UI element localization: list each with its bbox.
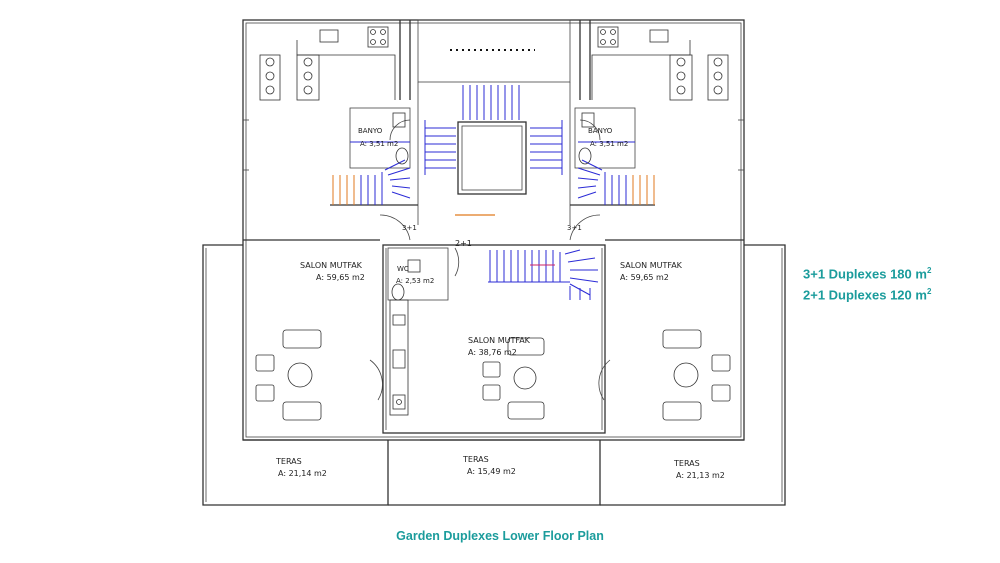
mid-unit-type: 2+1 — [455, 239, 472, 248]
right-unit-type: 3+1 — [567, 224, 582, 232]
legend-line-2plus1-sup: 2 — [926, 287, 932, 297]
right-unit-stair — [577, 141, 655, 205]
mid-teras-name: TERAS — [462, 455, 489, 464]
unit-size-legend: 3+1 Duplexes 180 m2 2+1 Duplexes 120 m2 — [803, 262, 931, 305]
furniture-middle — [482, 337, 545, 420]
legend-line-3plus1-sup: 2 — [926, 266, 932, 275]
wc-area: A: 2,53 m2 — [396, 277, 434, 285]
right-teras-name: TERAS — [673, 459, 700, 468]
terrace-outlines — [202, 244, 786, 506]
central-stair — [424, 49, 563, 216]
interior-walls — [243, 20, 744, 441]
mid-salon-name: SALON MUTFAK — [468, 336, 531, 345]
right-banyo-name: BANYO — [588, 127, 613, 135]
right-salon-area: A: 59,65 m2 — [620, 273, 669, 282]
mid-salon-area: A: 38,76 m2 — [468, 348, 517, 357]
legend-line-3plus1: 3+1 Duplexes 180 m2 — [803, 262, 931, 283]
legend-line-2plus1-text: 2+1 Duplexes 120 m — [803, 287, 927, 303]
right-salon-name: SALON MUTFAK — [620, 261, 683, 270]
right-banyo-area: A: 3,51 m2 — [590, 140, 628, 148]
bathroom-fixtures — [391, 112, 595, 301]
plan-caption: Garden Duplexes Lower Floor Plan — [396, 529, 604, 543]
left-teras-area: A: 21,14 m2 — [278, 469, 327, 478]
room-labels: SALON MUTFAK A: 59,65 m2 SALON MUTFAK A:… — [275, 127, 725, 480]
legend-line-2plus1: 2+1 Duplexes 120 m2 — [803, 283, 931, 304]
wc-name: WC — [397, 265, 409, 273]
left-banyo-area: A: 3,51 m2 — [360, 140, 398, 148]
left-unit-stair — [332, 141, 411, 205]
kitchen-left — [259, 26, 396, 101]
furniture-right — [662, 329, 731, 421]
left-banyo-name: BANYO — [358, 127, 383, 135]
kitchen-middle — [389, 299, 409, 416]
legend-line-3plus1-text: 3+1 Duplexes 180 m — [803, 266, 927, 282]
furniture-left — [255, 329, 322, 421]
right-teras-area: A: 21,13 m2 — [676, 471, 725, 480]
left-salon-name: SALON MUTFAK — [300, 261, 363, 270]
left-unit-type: 3+1 — [402, 224, 417, 232]
mid-teras-area: A: 15,49 m2 — [467, 467, 516, 476]
middle-unit-stair — [488, 249, 599, 300]
left-teras-name: TERAS — [275, 457, 302, 466]
left-salon-area: A: 59,65 m2 — [316, 273, 365, 282]
kitchen-right — [591, 26, 729, 101]
